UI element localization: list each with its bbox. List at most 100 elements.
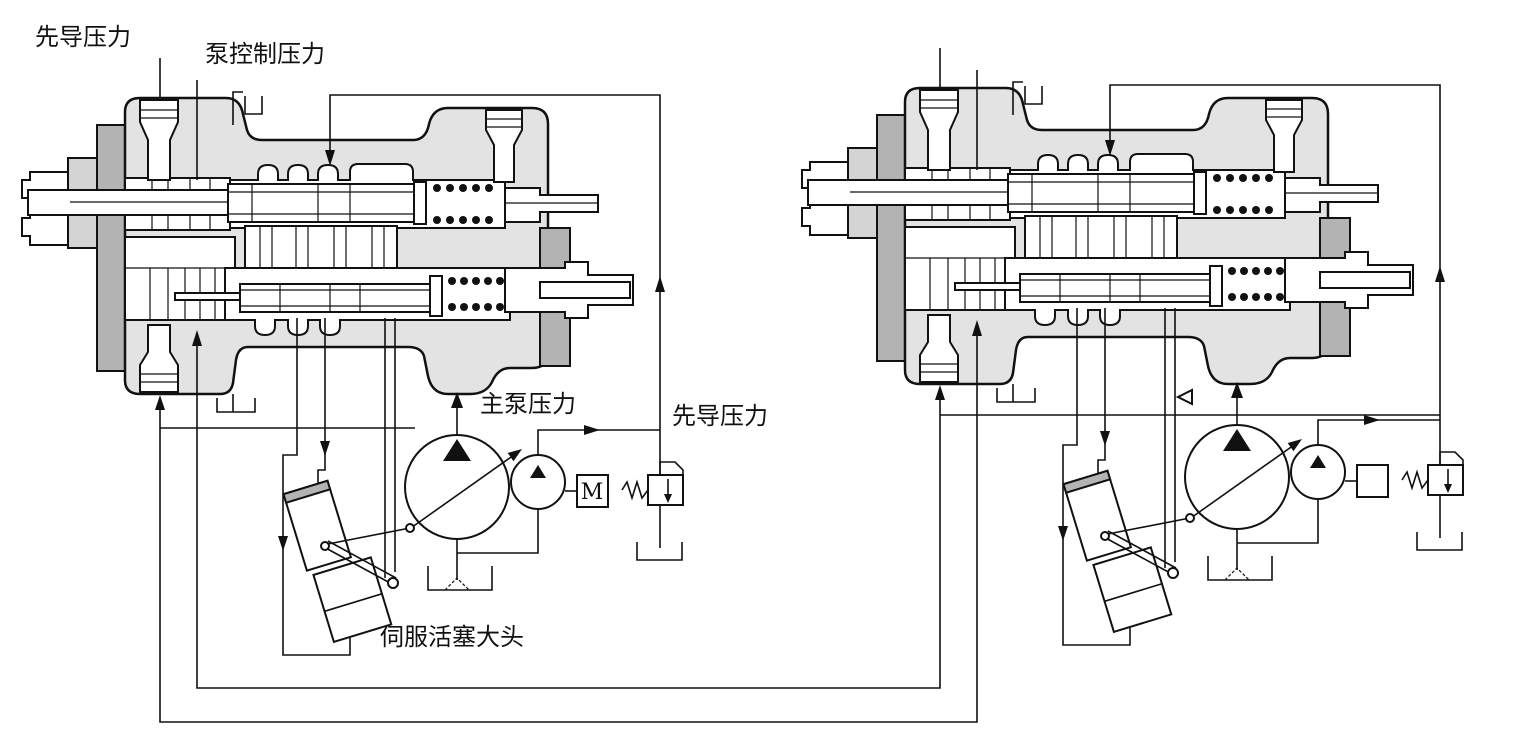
lower-spool	[239, 283, 433, 313]
feedback-link-lines	[1164, 308, 1176, 568]
lower-groove	[1034, 309, 1056, 327]
spring-coil	[446, 216, 454, 224]
tank-level-icon	[444, 577, 470, 591]
drain-tank-top	[1012, 81, 1043, 115]
relief-spring-icon	[621, 479, 649, 501]
servo-band	[1104, 582, 1163, 603]
spring-coil	[446, 184, 454, 192]
spring-coil	[496, 303, 504, 311]
spring-coil	[433, 216, 441, 224]
spring-coil	[1228, 267, 1236, 275]
spring-coil	[1264, 293, 1272, 301]
port-lines	[1266, 108, 1302, 118]
spring-coil	[459, 216, 467, 224]
pilot-pump	[510, 454, 566, 510]
upper-extension	[504, 187, 599, 223]
upper-spring-seat	[413, 181, 427, 225]
variable-displacement-arrow	[407, 454, 515, 531]
spring-coil	[472, 184, 480, 192]
spring-coil	[1252, 293, 1260, 301]
spring-coil	[1228, 293, 1236, 301]
inter-unit-loop-inner	[196, 346, 941, 689]
spring-coil	[485, 216, 493, 224]
spring-coil	[1226, 206, 1234, 214]
spring-coil	[1240, 267, 1248, 275]
label-pump-control-pressure: 泵控制压力	[205, 40, 325, 68]
servo-supply-line	[317, 318, 326, 484]
arrow-up-icon	[655, 276, 665, 292]
lever-pivot	[320, 541, 330, 551]
lower-groove	[287, 319, 309, 337]
spring-coil	[459, 184, 467, 192]
arrow-down-icon	[278, 536, 288, 551]
drain-tank-bottom	[216, 394, 256, 413]
spring-coil	[1252, 267, 1260, 275]
spring-coil	[1276, 293, 1284, 301]
label-pilot-pressure-output: 先导压力	[672, 402, 768, 430]
arrow-down-icon	[1105, 140, 1115, 156]
relief-tank	[1416, 532, 1463, 551]
pump-direction-icon	[530, 465, 546, 478]
label-servo-piston-large-end: 伺服活塞大头	[380, 623, 524, 651]
upper-groove	[257, 163, 279, 181]
swashplate-pivot	[405, 523, 415, 533]
spring-coil	[484, 277, 492, 285]
drain-tank-top	[232, 91, 263, 125]
lower-groove	[1099, 309, 1121, 327]
relief-spring-icon	[1401, 469, 1429, 491]
oil-tank	[1207, 556, 1273, 581]
swashplate-pivot	[1185, 513, 1195, 523]
pilot-port-top	[139, 99, 179, 181]
servo-lever	[1101, 530, 1177, 575]
upper-spool	[227, 183, 417, 223]
arrow-down-icon	[320, 441, 330, 456]
upper-spool	[1007, 173, 1197, 213]
spring-coil	[1240, 293, 1248, 301]
port-lines	[486, 118, 522, 128]
arrow-up-icon	[972, 320, 982, 336]
labels: 先导压力 泵控制压力 主泵压力 先导压力 伺服活塞大头 M	[35, 23, 768, 651]
lower-spool-lines	[1020, 274, 1212, 302]
pump-direction-icon	[1310, 455, 1326, 468]
relief-tank	[636, 542, 683, 561]
port-lines	[140, 109, 178, 119]
port-lines	[140, 373, 178, 383]
arrow-head-icon	[1287, 439, 1302, 452]
lever-pivot	[1167, 567, 1179, 579]
lower-spring-seat	[429, 275, 443, 317]
feedback-link-lines	[384, 318, 396, 578]
upper-spool-lines	[228, 184, 416, 222]
upper-extension	[1284, 177, 1379, 213]
spring-coil	[1226, 174, 1234, 182]
spring-coil	[1213, 206, 1221, 214]
upper-groove	[317, 163, 339, 181]
spring-coil	[1265, 206, 1273, 214]
pilot-pump	[1290, 444, 1346, 500]
pump-direction-icon	[443, 439, 471, 461]
arrow-up-icon	[192, 330, 202, 346]
left-end-plate	[876, 114, 906, 362]
arrow-up-icon	[451, 392, 463, 408]
pump-suction-line	[1236, 499, 1319, 570]
motor-box	[576, 474, 609, 508]
arrow-down-icon	[664, 494, 672, 503]
variable-displacement-arrow	[1187, 444, 1295, 521]
inter-unit-loop-outer	[159, 330, 978, 723]
left-valve-pump-unit	[21, 58, 684, 656]
arrow-head-icon	[507, 449, 522, 462]
servo-line	[1062, 308, 1131, 646]
relief-pilot-cap	[1439, 451, 1464, 465]
lower-rod	[539, 281, 631, 299]
pilot-port-bottom	[919, 314, 959, 383]
channel-lines	[259, 226, 385, 270]
right-valve-pump-unit	[801, 48, 1464, 646]
spring-coil	[1252, 206, 1260, 214]
label-motor: M	[581, 480, 604, 505]
channel-lines	[1039, 216, 1165, 260]
arrow-right-icon	[1364, 415, 1380, 425]
servo-piston	[1062, 469, 1173, 634]
upper-groove	[1037, 153, 1059, 171]
servo-cap	[282, 479, 332, 505]
